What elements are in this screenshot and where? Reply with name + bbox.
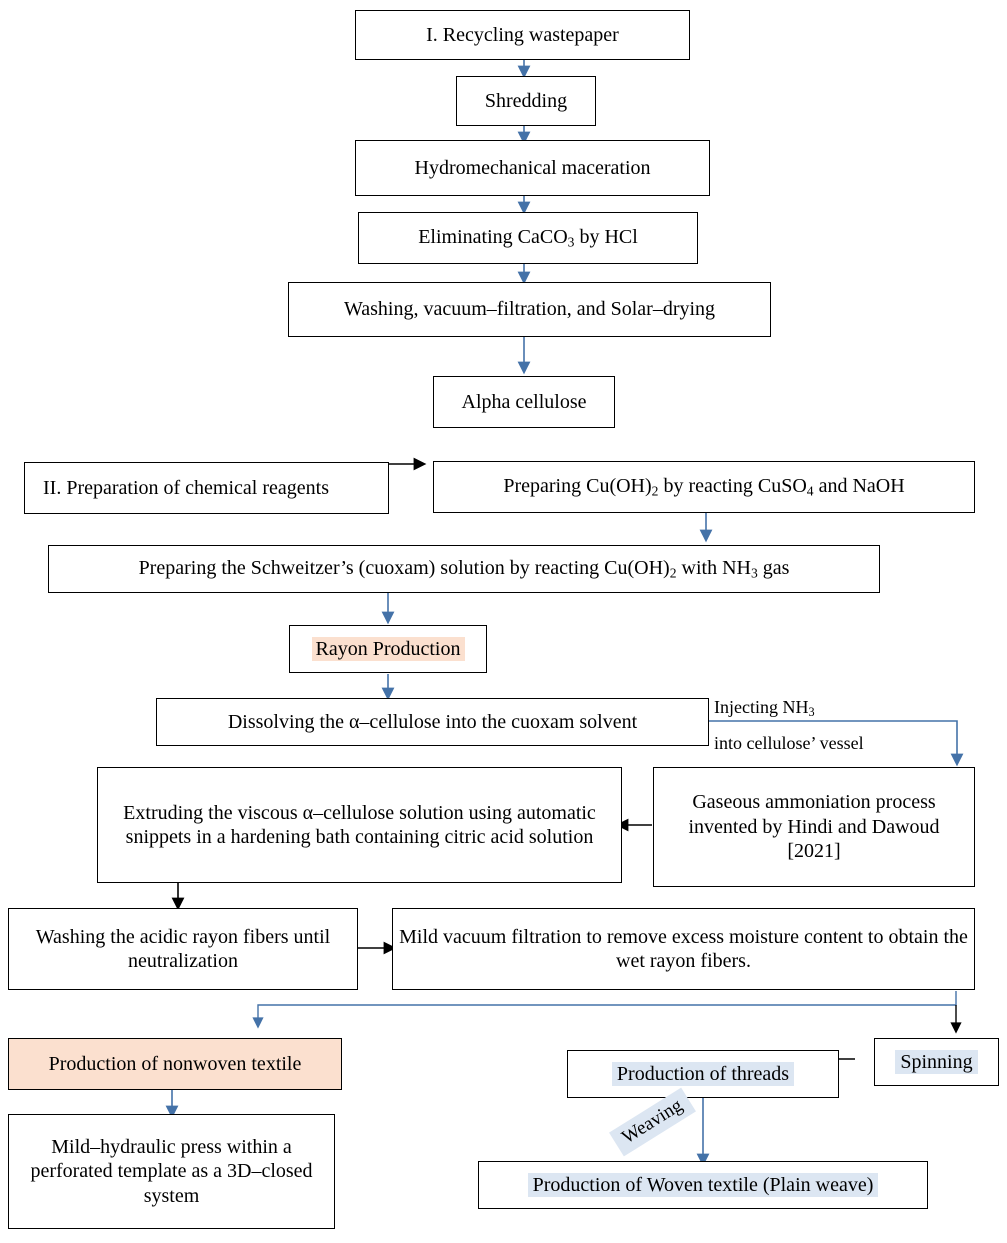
node-label: Mild–hydraulic press within a perforated…: [30, 1135, 313, 1207]
node-rayon-production[interactable]: Rayon Production: [289, 625, 487, 673]
node-production-nonwoven[interactable]: Production of nonwoven textile: [8, 1038, 342, 1090]
node-washing-acidic-fibers[interactable]: Washing the acidic rayon fibers until ne…: [8, 908, 358, 990]
node-label: Preparing the Schweitzer’s (cuoxam) solu…: [138, 557, 790, 581]
node-label: Washing the acidic rayon fibers until ne…: [35, 925, 331, 972]
node-shredding[interactable]: Shredding: [456, 76, 596, 126]
node-production-threads[interactable]: Production of threads: [567, 1050, 839, 1098]
edge-label-injecting-nh3-line1: Injecting NH3: [714, 697, 815, 720]
node-mild-hydraulic-press[interactable]: Mild–hydraulic press within a perforated…: [8, 1114, 335, 1229]
node-label: Hydromechanical maceration: [414, 156, 651, 179]
node-label: I. Recycling wastepaper: [426, 23, 619, 46]
node-preparing-cuoh2[interactable]: Preparing Cu(OH)2 by reacting CuSO4 and …: [433, 461, 975, 513]
edge-label-text: Weaving: [618, 1094, 687, 1149]
node-label: Mild vacuum filtration to remove excess …: [399, 925, 968, 972]
node-recycling-wastepaper[interactable]: I. Recycling wastepaper: [355, 10, 690, 60]
node-hydromechanical-maceration[interactable]: Hydromechanical maceration: [355, 140, 710, 196]
node-preparing-schweitzer[interactable]: Preparing the Schweitzer’s (cuoxam) solu…: [48, 545, 880, 593]
node-gaseous-ammoniation[interactable]: Gaseous ammoniation process invented by …: [653, 767, 975, 887]
edge-label-text: into cellulose’ vessel: [714, 733, 864, 753]
node-production-woven[interactable]: Production of Woven textile (Plain weave…: [478, 1161, 928, 1209]
node-label: Gaseous ammoniation process invented by …: [688, 791, 940, 863]
edge-label-injecting-nh3-line2: into cellulose’ vessel: [714, 733, 864, 754]
node-dissolving-alpha-cellulose[interactable]: Dissolving the α–cellulose into the cuox…: [156, 698, 709, 746]
node-label: Spinning: [895, 1049, 978, 1075]
node-washing-vacuum-solar[interactable]: Washing, vacuum–filtration, and Solar–dr…: [288, 282, 771, 337]
node-label: Production of nonwoven textile: [48, 1052, 302, 1075]
node-extruding-viscous[interactable]: Extruding the viscous α–cellulose soluti…: [97, 767, 622, 883]
node-label: Alpha cellulose: [461, 390, 587, 413]
node-label: Dissolving the α–cellulose into the cuox…: [227, 710, 638, 733]
node-spinning[interactable]: Spinning: [874, 1038, 999, 1086]
node-label: II. Preparation of chemical reagents: [43, 476, 329, 499]
node-prep-chemical-reagents[interactable]: II. Preparation of chemical reagents: [24, 462, 389, 514]
node-label: Rayon Production: [311, 636, 465, 662]
node-label: Production of threads: [611, 1061, 795, 1087]
node-label: Eliminating CaCO3 by HCl: [418, 226, 638, 250]
node-label: Preparing Cu(OH)2 by reacting CuSO4 and …: [503, 475, 905, 499]
node-label: Extruding the viscous α–cellulose soluti…: [123, 801, 596, 848]
edge-label-text: Injecting NH3: [714, 697, 815, 720]
node-mild-vacuum-filtration[interactable]: Mild vacuum filtration to remove excess …: [392, 908, 975, 990]
node-eliminating-caco3[interactable]: Eliminating CaCO3 by HCl: [358, 212, 698, 264]
node-alpha-cellulose[interactable]: Alpha cellulose: [433, 376, 615, 428]
node-label: Washing, vacuum–filtration, and Solar–dr…: [343, 298, 716, 321]
node-label: Production of Woven textile (Plain weave…: [527, 1172, 879, 1198]
node-label: Shredding: [484, 89, 568, 112]
